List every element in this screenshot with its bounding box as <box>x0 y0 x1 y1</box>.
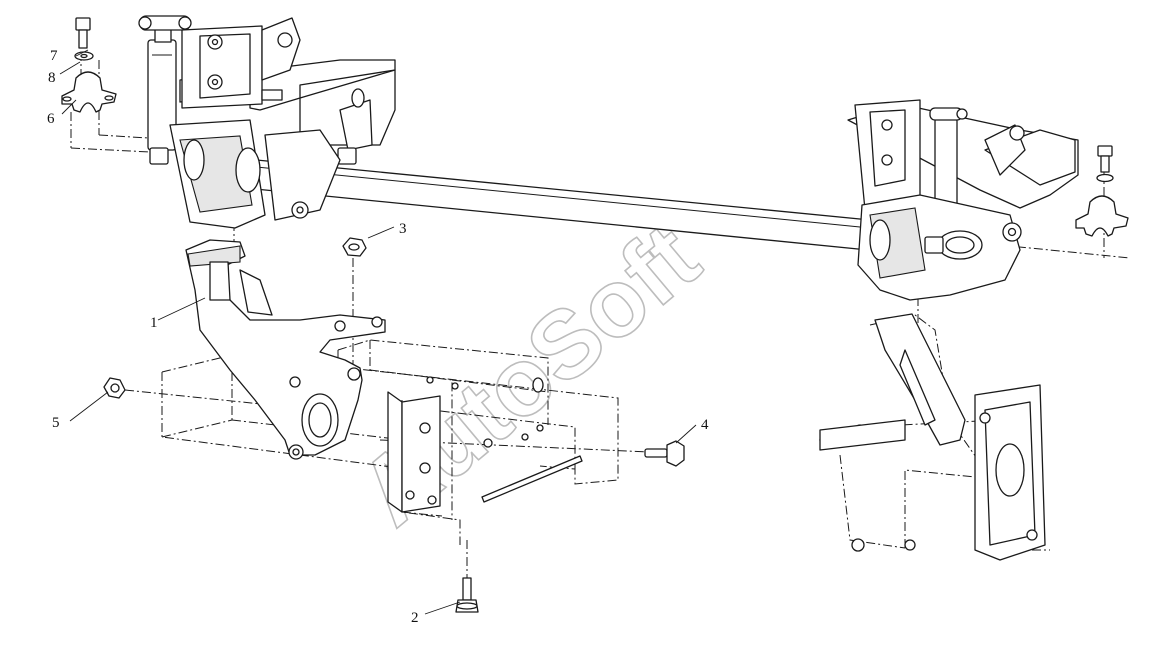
right-upper-mount <box>847 99 1079 301</box>
clamp-right <box>1075 145 1129 237</box>
nut-3 <box>342 237 367 257</box>
callout-1: 1 <box>150 315 158 331</box>
bolt-7 <box>75 17 91 49</box>
washer-8 <box>74 51 94 61</box>
clamp-6 <box>61 71 117 113</box>
mounting-plate <box>387 376 583 513</box>
callout-7: 7 <box>50 48 58 64</box>
left-upper-mount <box>138 15 396 229</box>
callout-5: 5 <box>52 415 60 431</box>
callout-6: 6 <box>47 111 55 127</box>
nut-5 <box>103 377 126 399</box>
bolt-2 <box>455 577 479 613</box>
bolt-4 <box>644 440 685 467</box>
callout-4: 4 <box>701 417 709 433</box>
callout-2: 2 <box>411 610 419 626</box>
callout-8: 8 <box>48 70 56 86</box>
left-lower-bracket <box>185 239 386 460</box>
callouts: 1 2 3 4 5 6 7 8 <box>47 48 709 626</box>
callout-3: 3 <box>399 221 407 237</box>
leader-lines <box>59 49 697 615</box>
right-lower-bracket <box>819 313 1046 561</box>
